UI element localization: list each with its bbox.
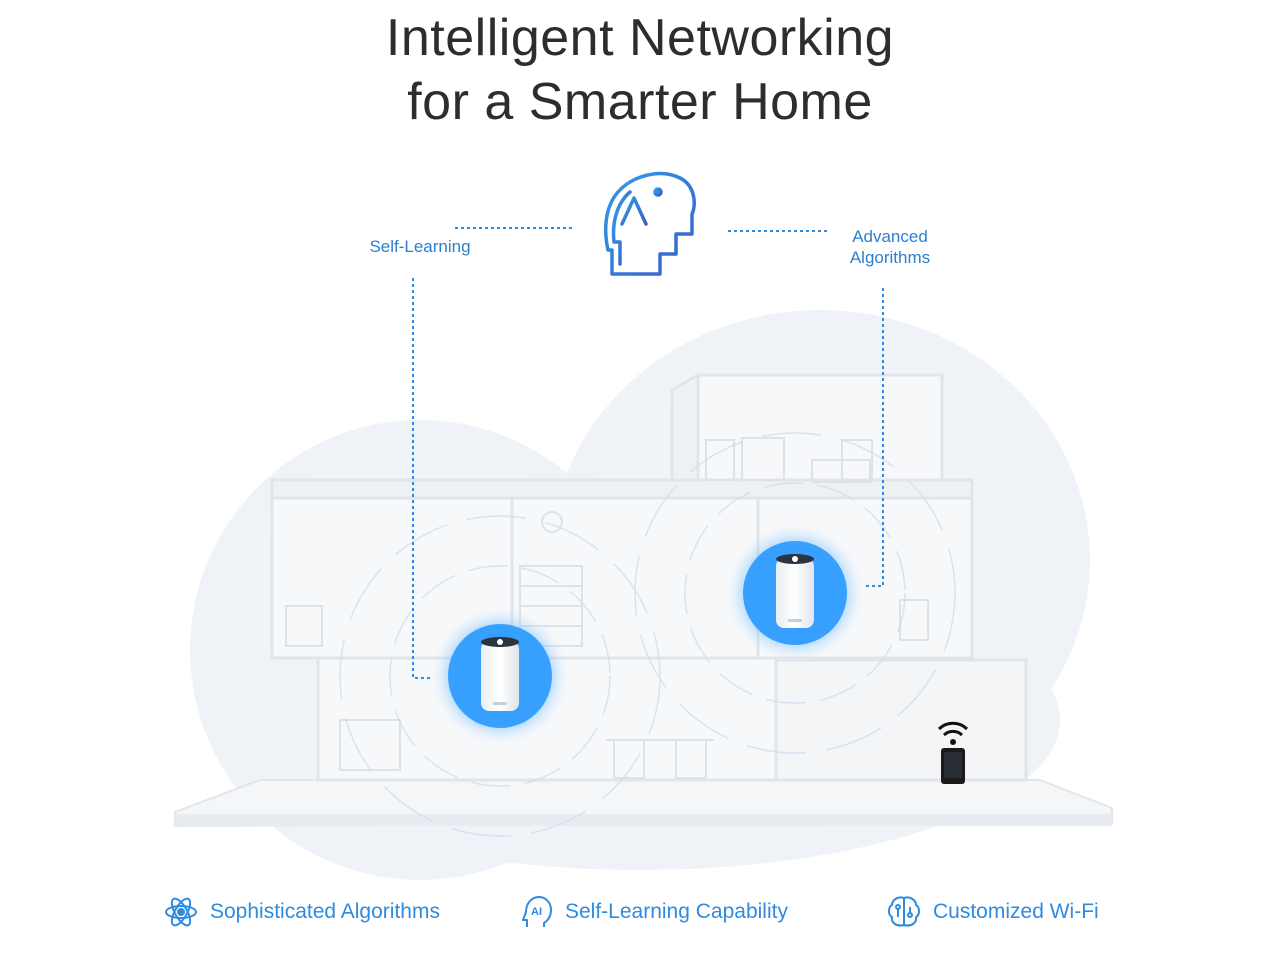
signal-rings <box>339 432 956 837</box>
brain-circuit-icon <box>888 896 920 927</box>
feature-label: Self-Learning Capability <box>565 900 788 923</box>
house-base <box>174 779 1113 828</box>
mesh-router-left <box>432 608 568 744</box>
feature-sophisticated-algorithms: Sophisticated Algorithms <box>162 888 440 936</box>
feature-customized-wifi: Customized Wi-Fi <box>885 888 1099 936</box>
ai-head-icon <box>603 171 696 276</box>
callout-advanced-algorithms: Advanced Algorithms <box>830 226 950 268</box>
smartphone-wifi-icon <box>937 721 969 784</box>
svg-text:AI: AI <box>531 906 542 918</box>
callout-right-line-1: Advanced <box>852 227 928 246</box>
feature-self-learning-capability: AI Self-Learning Capability <box>517 888 788 936</box>
callout-self-learning: Self-Learning <box>369 237 471 256</box>
headline-line-2: for a Smarter Home <box>407 73 873 131</box>
mesh-router-right <box>727 525 863 661</box>
page-headline: Intelligent Networking for a Smarter Hom… <box>0 6 1280 134</box>
feature-label: Customized Wi-Fi <box>933 900 1099 923</box>
headline-line-1: Intelligent Networking <box>385 9 895 67</box>
feature-row: Sophisticated Algorithms AI Self-Learnin… <box>0 888 1280 936</box>
ai-head-icon: AI <box>522 896 552 927</box>
feature-label: Sophisticated Algorithms <box>210 900 440 923</box>
atom-icon <box>165 897 197 927</box>
connector-lines <box>412 227 884 679</box>
callout-right-line-2: Algorithms <box>849 248 931 267</box>
